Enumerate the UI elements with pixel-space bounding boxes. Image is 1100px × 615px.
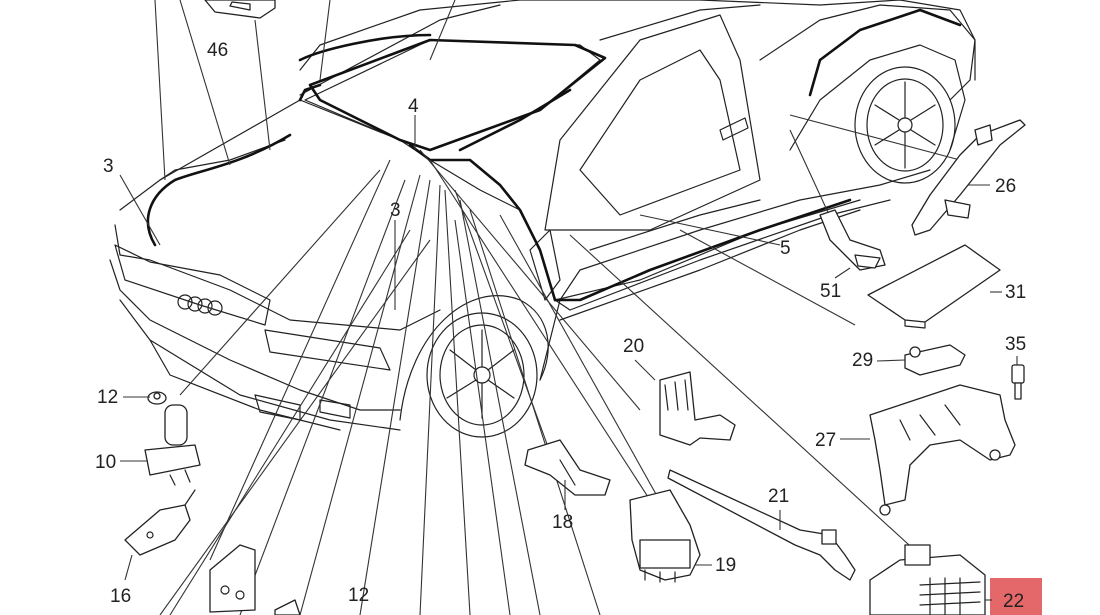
- part-20-drawing: [659, 371, 736, 446]
- part-21-drawing: [667, 469, 856, 581]
- callout-20: 20: [623, 336, 644, 357]
- part-12a-drawing: [147, 391, 167, 405]
- part-bracket-bottom-drawing: [209, 544, 301, 615]
- callout-46: 46: [207, 40, 228, 61]
- callout-4: 4: [408, 96, 419, 117]
- callout-51: 51: [820, 281, 841, 302]
- callout-labels: 46 3 4 3 26 5 51 31 35 29 20 27 12 10 16…: [95, 40, 1042, 615]
- part-29-drawing: [904, 344, 966, 376]
- callout-5: 5: [780, 238, 791, 259]
- callout-3: 3: [103, 156, 114, 177]
- callout-29: 29: [852, 350, 873, 371]
- callout-16: 16: [110, 586, 131, 607]
- part-16-drawing: [124, 489, 196, 556]
- part-31-drawing: [867, 244, 1001, 329]
- callout-22-highlight: [990, 578, 1042, 615]
- rear-wheel-icon: [854, 66, 956, 184]
- callout-35: 35: [1005, 334, 1026, 355]
- wiring-harness-drawing: [146, 8, 962, 302]
- callout-10: 10: [95, 452, 116, 473]
- callout-19: 19: [715, 555, 736, 576]
- part-26-drawing: [911, 119, 1026, 236]
- callout-18: 18: [552, 512, 573, 533]
- callout-12: 12: [348, 585, 369, 606]
- callout-26: 26: [995, 176, 1016, 197]
- part-18-drawing: [524, 439, 611, 496]
- part-22-drawing: [869, 544, 986, 615]
- callout-21: 21: [768, 486, 789, 507]
- callout-3: 3: [390, 200, 401, 221]
- front-wheel-icon: [426, 312, 538, 438]
- part-35-drawing: [1011, 364, 1025, 400]
- callout-31: 31: [1005, 282, 1026, 303]
- part-19-drawing: [629, 489, 701, 583]
- callout-27: 27: [815, 430, 836, 451]
- part-10-drawing: [144, 404, 201, 486]
- part-27-drawing: [869, 384, 1016, 516]
- callout-22: 22: [1003, 591, 1024, 612]
- part-46-drawing: [204, 0, 276, 19]
- callout-12: 12: [97, 387, 118, 408]
- part-51-drawing: [819, 209, 886, 271]
- callout-ticks: [120, 267, 1018, 601]
- car-body-drawing: [109, 0, 976, 438]
- audi-logo-icon: [177, 294, 223, 316]
